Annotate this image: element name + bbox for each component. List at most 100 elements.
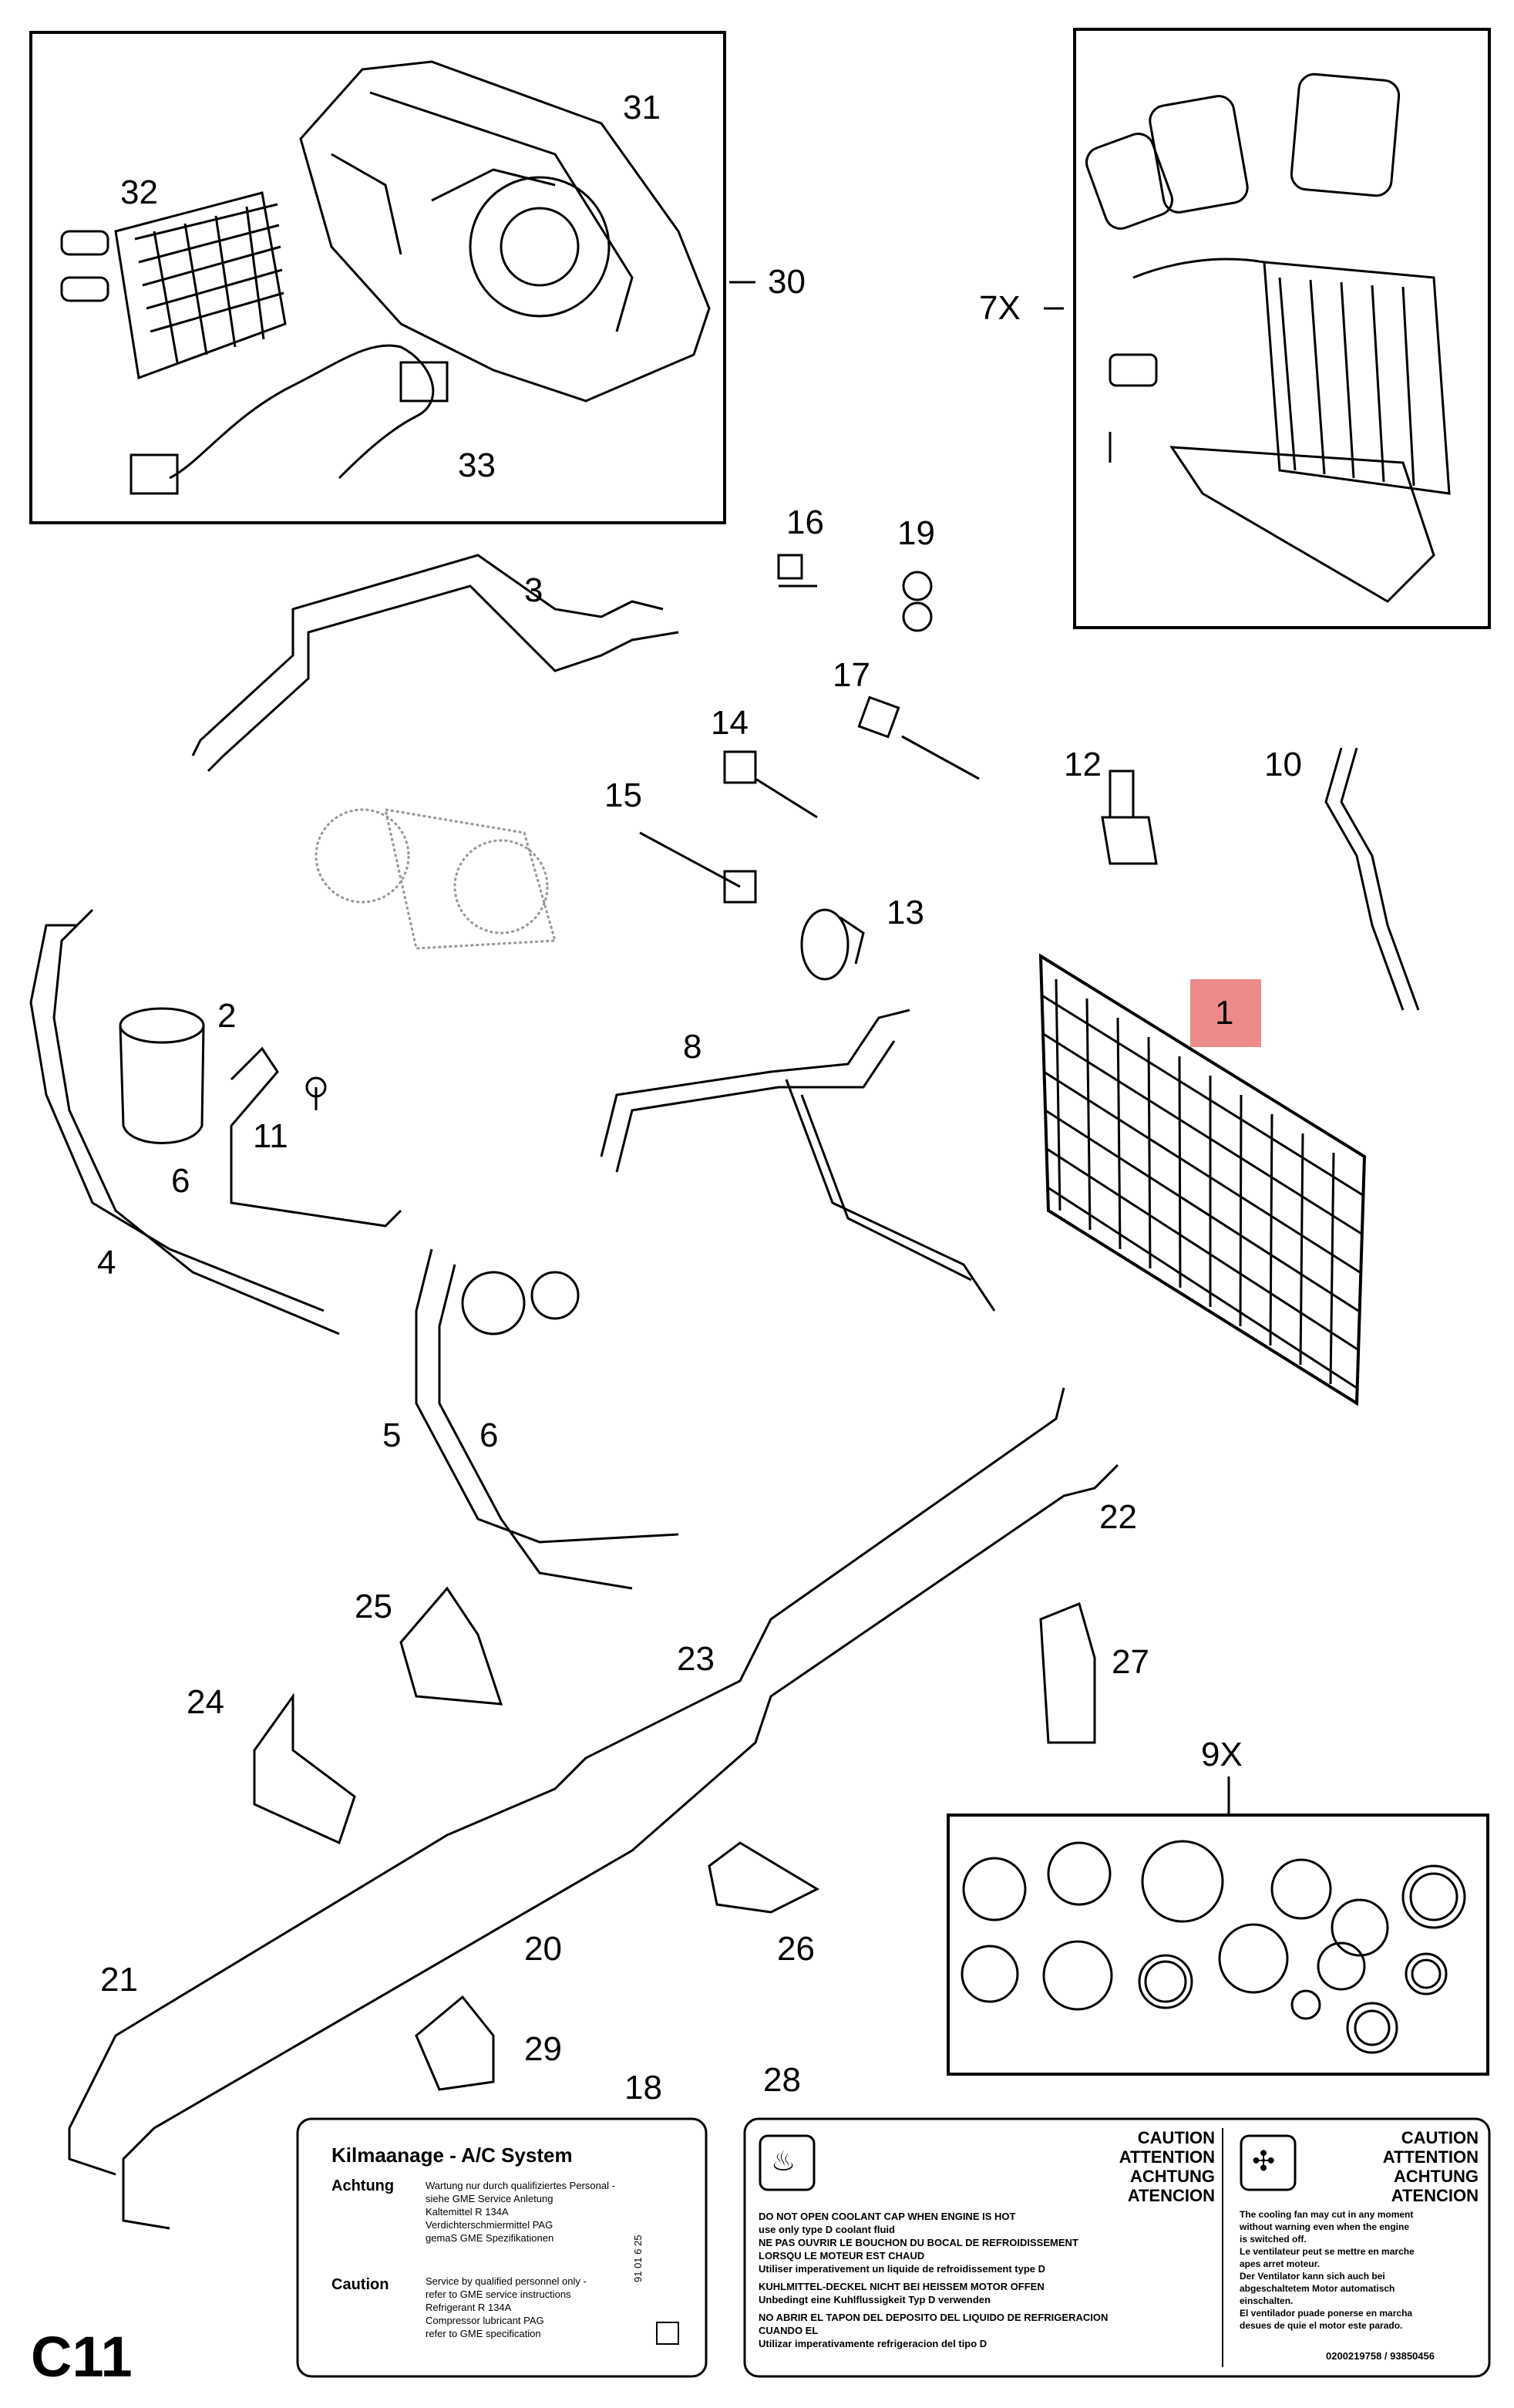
right-line: einschalten. xyxy=(1240,2295,1294,2306)
callout-12: 12 xyxy=(1064,746,1102,783)
left-line: Utiliser imperativement un liquide de re… xyxy=(759,2263,1046,2275)
callout-6-center: 6 xyxy=(479,1416,499,1454)
fan-warning-icon: ✣ xyxy=(1252,2145,1276,2177)
left-line: CUANDO EL xyxy=(759,2325,819,2336)
label-28-box xyxy=(743,2117,1491,2378)
clip-19-drawing xyxy=(902,571,933,632)
bracket-26-drawing xyxy=(708,1841,820,1914)
right-line: The cooling fan may cut in any moment xyxy=(1240,2209,1414,2220)
callout-11: 11 xyxy=(253,1117,288,1155)
left-line: NO ABRIR EL TAPON DEL DEPOSITO DEL LIQUI… xyxy=(759,2312,1109,2323)
left-head: CAUTION xyxy=(1137,2128,1215,2147)
callout-6-left: 6 xyxy=(171,1162,190,1200)
callout-1: 1 xyxy=(1215,994,1234,1032)
label-18-title: Kilmaanage - A/C System xyxy=(331,2144,573,2167)
caution-line: Refrigerant R 134A xyxy=(426,2302,512,2313)
left-line: NE PAS OUVRIR LE BOUCHON DU BOCAL DE REF… xyxy=(759,2237,1078,2248)
achtung-line: Kaltemittel R 134A xyxy=(426,2206,509,2218)
callout-27: 27 xyxy=(1112,1643,1149,1681)
label-18-caution-lines: Service by qualified personnel only - re… xyxy=(426,2275,587,2340)
left-line: Utilizar imperativamente refrigeracion d… xyxy=(759,2338,987,2349)
callout-17: 17 xyxy=(833,656,870,694)
callout-2: 2 xyxy=(217,997,237,1035)
callout-5: 5 xyxy=(382,1416,402,1454)
left-line: use only type D coolant fluid xyxy=(759,2224,895,2235)
bracket-24-drawing xyxy=(253,1692,356,1845)
right-head: CAUTION xyxy=(1401,2128,1479,2147)
callout-28: 28 xyxy=(763,2061,801,2099)
right-head: ATENCION xyxy=(1391,2186,1479,2205)
callout-18: 18 xyxy=(624,2069,662,2107)
callout-9x: 9X xyxy=(1201,1736,1243,1773)
box-evaporator-kit xyxy=(1073,28,1491,629)
callout-3: 3 xyxy=(524,571,543,609)
right-line: abgeschaltetem Motor automatisch xyxy=(1240,2283,1395,2294)
box-oring-kit xyxy=(947,1814,1489,2076)
left-line: KUHLMITTEL-DECKEL NICHT BEI HEISSEM MOTO… xyxy=(759,2281,1045,2292)
bracket-29-drawing xyxy=(415,1995,495,2091)
callout-26: 26 xyxy=(777,1930,815,1968)
caution-line: Compressor lubricant PAG xyxy=(426,2315,544,2326)
callout-29: 29 xyxy=(524,2030,562,2068)
bolt-17-drawing xyxy=(857,695,980,780)
callout-22: 22 xyxy=(1099,1498,1137,1536)
right-line: El ventilador puade ponerse en marcha xyxy=(1240,2308,1413,2319)
left-head: ATTENTION xyxy=(1119,2147,1215,2167)
condenser-drawing xyxy=(1038,953,1367,1406)
caution-line: Service by qualified personnel only - xyxy=(426,2275,587,2287)
right-line: is switched off. xyxy=(1240,2234,1307,2245)
label-28-right-lines: The cooling fan may cut in any moment wi… xyxy=(1240,2208,1482,2332)
achtung-line: siehe GME Service Anletung xyxy=(426,2193,553,2204)
pipe-3-drawing xyxy=(191,554,664,756)
callout-10: 10 xyxy=(1264,746,1302,783)
left-head: ACHTUNG xyxy=(1130,2167,1215,2186)
callout-15: 15 xyxy=(604,776,642,814)
page-code: C11 xyxy=(31,2325,133,2389)
caution-line: refer to GME service instructions xyxy=(426,2288,571,2300)
bracket-25-drawing xyxy=(399,1586,503,1706)
left-line: LORSQU LE MOTEUR EST CHAUD xyxy=(759,2250,925,2261)
callout-4: 4 xyxy=(97,1244,116,1281)
blower-housing-drawing xyxy=(299,60,711,402)
right-line: apes arret moteur. xyxy=(1240,2258,1321,2269)
fastener-16-drawing xyxy=(777,554,817,588)
sensor-11-drawing xyxy=(305,1076,327,1110)
callout-32: 32 xyxy=(120,173,158,211)
highlight-part-1 xyxy=(1190,979,1261,1047)
hose-10-drawing xyxy=(1324,747,1405,1011)
coolant-warning-icon: ♨ xyxy=(771,2145,796,2177)
label-18-achtung-lines: Wartung nur durch qualifiziertes Persona… xyxy=(426,2179,615,2245)
bolt-15-drawing xyxy=(639,831,757,904)
label-18-caution: Caution xyxy=(331,2276,389,2293)
box-heater-assembly xyxy=(29,31,726,524)
callout-24: 24 xyxy=(187,1683,224,1721)
label-18-side-code: 91 01 6 25 xyxy=(632,2235,644,2282)
oring-kit-drawing xyxy=(961,1840,1466,2054)
achtung-line: gemaS GME Spezifikationen xyxy=(426,2232,554,2244)
right-line: Le ventilateur peut se mettre en marche xyxy=(1240,2246,1415,2257)
pipe-4-drawing xyxy=(29,924,325,1312)
bolt-14-drawing xyxy=(723,750,818,819)
right-line: desues de quie el motor este parado. xyxy=(1240,2320,1403,2331)
pipe-21-drawing xyxy=(122,1463,1119,2230)
label-28-left-heads: CAUTION ATTENTION ACHTUNG ATENCION xyxy=(1002,2128,1215,2205)
left-line: DO NOT OPEN COOLANT CAP WHEN ENGINE IS H… xyxy=(759,2211,1016,2222)
right-head: ACHTUNG xyxy=(1394,2167,1479,2186)
callout-7x: 7X xyxy=(979,289,1021,327)
bracket-27-drawing xyxy=(1039,1601,1096,1744)
grommet-13-drawing xyxy=(800,908,865,981)
valve-12-drawing xyxy=(1101,770,1158,865)
callout-23: 23 xyxy=(677,1640,715,1678)
callout-30: 30 xyxy=(768,263,806,301)
label-28-right-heads: CAUTION ATTENTION ACHTUNG ATENCION xyxy=(1310,2128,1479,2205)
pipe-8-drawing xyxy=(600,1009,996,1312)
pipe-22-drawing xyxy=(68,1387,1065,2176)
wiring-harness-drawing xyxy=(169,344,435,480)
label-28-left-lines: DO NOT OPEN COOLANT CAP WHEN ENGINE IS H… xyxy=(759,2210,1218,2350)
label-28-code: 0200219758 / 93850456 xyxy=(1326,2350,1435,2362)
compressor-ghost-drawing xyxy=(315,808,557,950)
label-18-box xyxy=(296,2117,708,2378)
right-line: without warning even when the engine xyxy=(1240,2221,1410,2232)
callout-25: 25 xyxy=(355,1588,392,1625)
